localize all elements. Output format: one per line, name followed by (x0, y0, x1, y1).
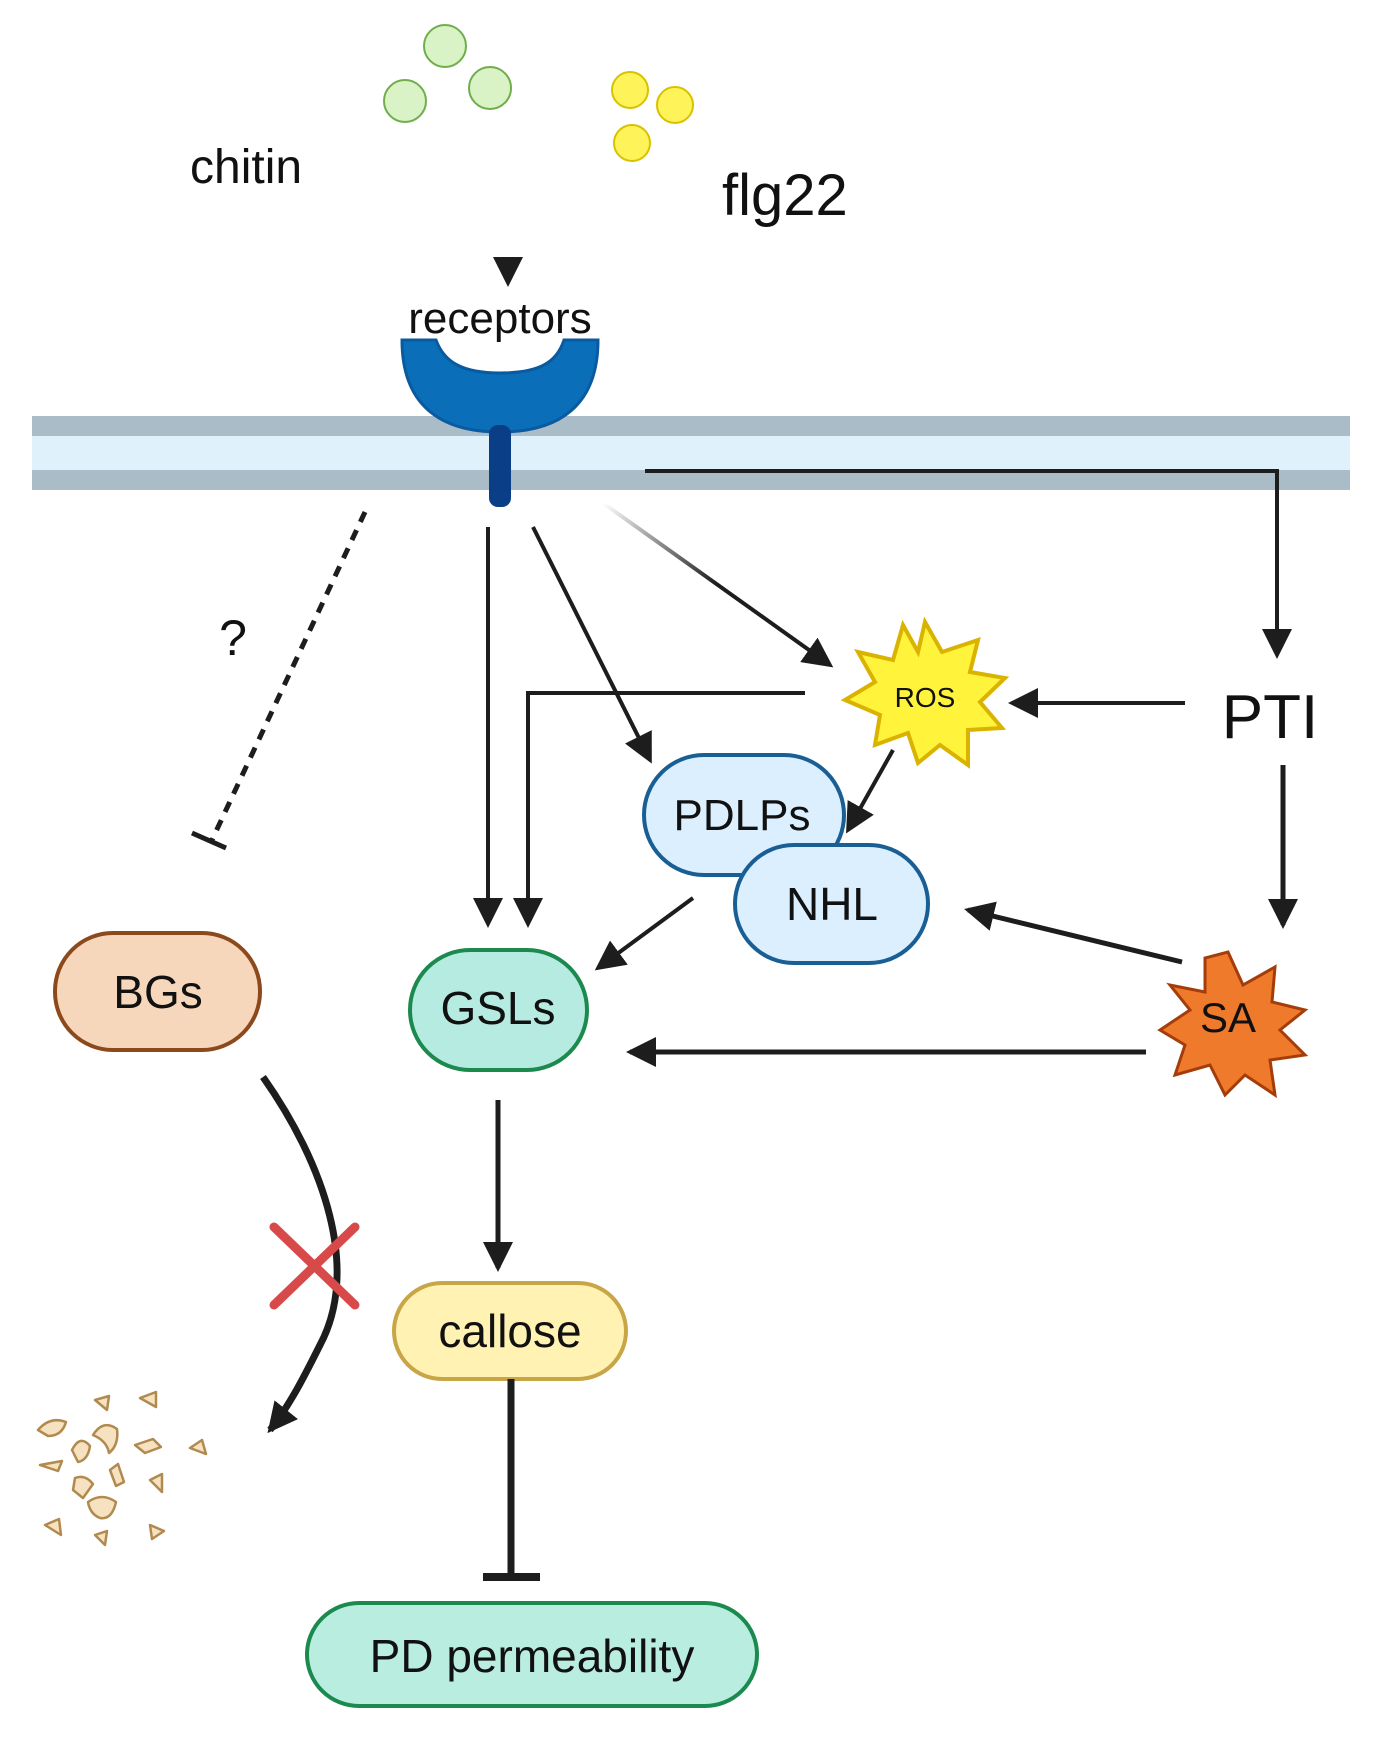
ros-to-gsls-arrow (513, 691, 805, 928)
bgs-shape (53, 931, 262, 1052)
callose-label: callose (438, 1305, 581, 1357)
chitin-particle (423, 24, 467, 68)
gsls-node: GSLs (408, 948, 589, 1072)
receptors-label: receptors (408, 294, 591, 343)
sa-burst-shape (1157, 950, 1309, 1099)
pd-permeability-node: PD permeability (305, 1601, 759, 1708)
membrane-inner (32, 436, 1350, 470)
nhl-shape (733, 843, 930, 965)
fragment (93, 1529, 109, 1547)
ros-to-pdlps-arrow (846, 749, 895, 834)
fragment (71, 1475, 95, 1500)
bgs-degradation-arrow (260, 1074, 341, 1434)
membrane-outer-bottom (32, 470, 1350, 490)
gsls-label: GSLs (440, 982, 555, 1034)
fragment (148, 1523, 166, 1541)
fragment (38, 1459, 64, 1473)
receptor-icon (400, 338, 600, 507)
sa-label: SA (1200, 994, 1256, 1041)
ros-burst: ROS (840, 616, 1010, 769)
nhl-node: NHL (733, 843, 930, 965)
chitin-particles (383, 24, 512, 123)
ros-label: ROS (895, 682, 956, 713)
receptor-to-pdlps-arrow (531, 526, 652, 764)
chitin-particle (383, 79, 427, 123)
callose-node: callose (392, 1281, 628, 1381)
dashed-inhibition-line (209, 510, 368, 842)
bgs-label: BGs (113, 966, 202, 1018)
gsls-shape (408, 948, 589, 1072)
blocked-cross-icon (269, 1222, 360, 1310)
flg22-particle (656, 86, 694, 124)
fragment (86, 1495, 118, 1520)
fragment (133, 1437, 163, 1455)
flg22-particle (613, 124, 651, 162)
callose-fragments (36, 1390, 208, 1547)
plasma-membrane (32, 416, 1350, 490)
receptor-to-ros-arrow (601, 501, 834, 668)
flg22-particles (611, 71, 694, 162)
chitin-label: chitin (190, 141, 302, 194)
fragment (70, 1439, 92, 1464)
fragment (43, 1517, 63, 1537)
sa-burst: SA (1157, 950, 1309, 1099)
pdlps-to-gsls-arrow (594, 896, 695, 971)
bgs-node: BGs (53, 931, 262, 1052)
pdlps-label: PDLPs (674, 791, 811, 840)
pti-label: PTI (1222, 683, 1318, 752)
fragment (148, 1472, 164, 1494)
ros-burst-shape (840, 616, 1010, 769)
fragment (93, 1394, 111, 1412)
flg22-particle (611, 71, 649, 109)
inhibition-bar (190, 830, 228, 851)
pd-permeability-label: PD permeability (370, 1630, 695, 1682)
fragment (91, 1423, 119, 1455)
fragment (36, 1419, 68, 1438)
pd-permeability-shape (305, 1601, 759, 1708)
membrane-outer-top (32, 416, 1350, 436)
fragment (188, 1438, 208, 1456)
nhl-label: NHL (786, 878, 878, 930)
question-mark-label: ? (219, 610, 247, 666)
chitin-particle (468, 66, 512, 110)
flg22-label: flg22 (722, 163, 848, 228)
sa-to-nhl-arrow (964, 901, 1183, 965)
fragment (108, 1462, 126, 1488)
membrane-to-pti-arrow (645, 469, 1292, 659)
fragment (138, 1390, 158, 1409)
